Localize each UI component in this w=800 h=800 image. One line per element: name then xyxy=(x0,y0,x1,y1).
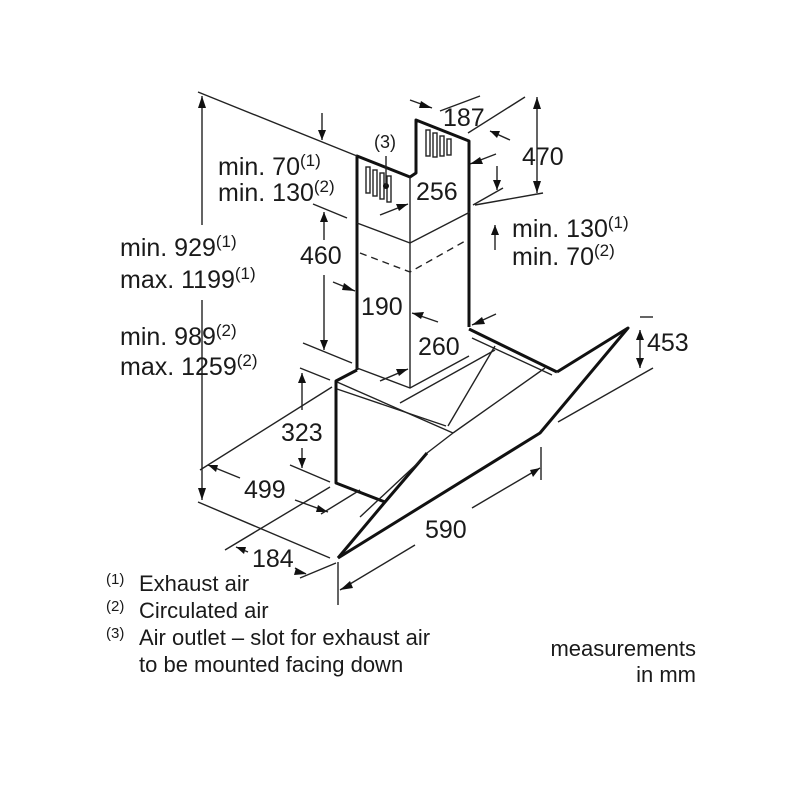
dim-260: 260 xyxy=(418,333,460,361)
legend-text-2: Circulated air xyxy=(139,598,269,623)
legend-text-3: Air outlet – slot for exhaust air xyxy=(139,625,430,650)
legend-ref-3: (3) xyxy=(106,625,124,642)
dim-190: 190 xyxy=(361,293,403,321)
units-note-line1: measurements xyxy=(550,636,696,661)
dimension-lines xyxy=(197,91,654,605)
dim-460: 460 xyxy=(300,242,342,270)
dim-499: 499 xyxy=(244,476,286,504)
legend: (1) Exhaust air (2) Circulated air (3) A… xyxy=(106,571,430,677)
dim-323: 323 xyxy=(281,419,323,447)
hood-drawing xyxy=(334,326,630,560)
dim-453: 453 xyxy=(647,329,689,357)
legend-text-1: Exhaust air xyxy=(139,571,249,596)
legend-ref-1: (1) xyxy=(106,571,124,588)
dim-height-circ-min: min. 989(2) xyxy=(120,321,237,351)
dim-height-exhaust-max: max. 1199(1) xyxy=(120,264,256,294)
dim-590: 590 xyxy=(425,516,467,544)
dim-top-gap-exhaust: min. 70(1) xyxy=(218,151,321,181)
dim-overlap-exhaust: min. 130(1) xyxy=(512,213,629,243)
vent-slots-icon xyxy=(365,129,452,203)
dim-overlap-circulated: min. 70(2) xyxy=(512,241,615,271)
dim-470: 470 xyxy=(522,143,564,171)
chimney-drawing xyxy=(355,118,471,389)
dim-187: 187 xyxy=(443,104,485,132)
legend-ref-2: (2) xyxy=(106,598,124,615)
dim-top-gap-circulated: min. 130(2) xyxy=(218,177,335,207)
legend-text-3-cont: to be mounted facing down xyxy=(139,652,403,677)
dim-height-circ-max: max. 1259(2) xyxy=(120,351,258,381)
units-note-line2: in mm xyxy=(636,662,696,687)
dim-outlet-ref: (3) xyxy=(374,132,396,152)
dim-height-exhaust-min: min. 929(1) xyxy=(120,232,237,262)
dim-256: 256 xyxy=(416,178,458,206)
dim-184: 184 xyxy=(252,545,294,573)
